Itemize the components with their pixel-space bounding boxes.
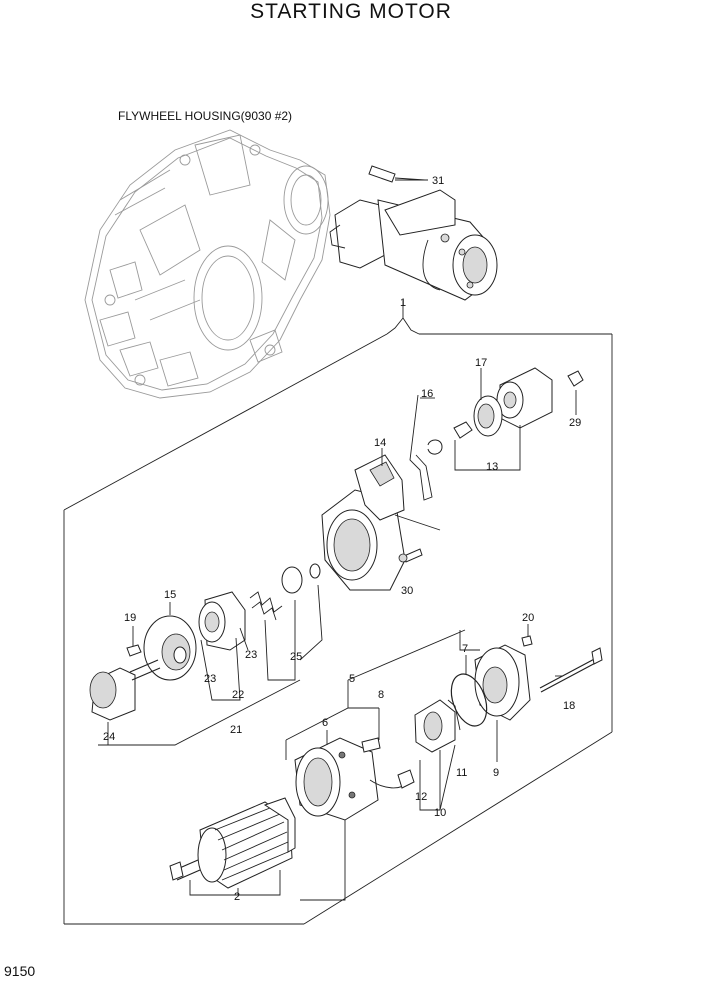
callout-30: 30: [401, 585, 413, 597]
callout-11: 11: [456, 767, 467, 779]
flywheel-housing-drawing: [84, 129, 331, 399]
clutch-pinion-group-drawing: [89, 563, 323, 746]
callout-6: 6: [322, 717, 328, 729]
callout-22: 22: [232, 689, 244, 701]
callout-9: 9: [493, 767, 499, 779]
callout-8: 8: [378, 689, 384, 701]
callout-23-lower: 23: [204, 673, 216, 685]
callout-21: 21: [230, 724, 242, 736]
page-number: 9150: [4, 963, 36, 979]
rear-assembly-drawing: [285, 624, 603, 901]
flywheel-housing-label: FLYWHEEL HOUSING(9030 #2): [118, 109, 293, 123]
assembled-starter-drawing: [329, 165, 498, 301]
callout-10: 10: [434, 807, 446, 819]
callout-leaders: [395, 179, 428, 318]
callout-24: 24: [103, 731, 115, 743]
callout-16: 16: [421, 388, 433, 400]
callout-29: 29: [569, 417, 581, 429]
callout-18: 18: [563, 700, 575, 712]
exploded-view-boundary: [63, 317, 613, 925]
armature-drawing: [169, 797, 296, 896]
callout-5: 5: [349, 673, 355, 685]
callout-19: 19: [124, 612, 136, 624]
callout-17: 17: [475, 357, 487, 369]
callout-25: 25: [290, 651, 302, 663]
front-housing-drawing: [321, 448, 441, 591]
callout-12: 12: [415, 791, 427, 803]
callout-2: 2: [234, 891, 240, 903]
callout-14: 14: [374, 437, 386, 449]
callout-labels: 31 1 17 16 14 29 13 30 19 15 25 23 23 22…: [103, 175, 581, 903]
callout-13: 13: [486, 461, 498, 473]
page-title: STARTING MOTOR: [250, 0, 452, 23]
callout-31: 31: [432, 175, 444, 187]
callout-20: 20: [522, 612, 534, 624]
callout-7: 7: [462, 643, 468, 655]
callout-1: 1: [400, 297, 406, 309]
callout-15: 15: [164, 589, 176, 601]
solenoid-group-drawing: [409, 367, 584, 501]
callout-23-upper: 23: [245, 649, 257, 661]
